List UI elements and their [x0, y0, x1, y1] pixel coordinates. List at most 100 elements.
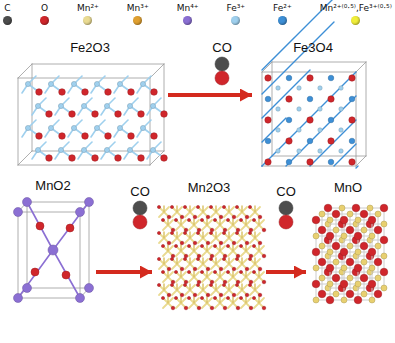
- atom: [248, 231, 251, 234]
- bond-line: [172, 207, 182, 217]
- bond-line: [206, 245, 207, 251]
- bond-line: [258, 271, 259, 277]
- atom: [157, 257, 160, 260]
- atom: [151, 133, 158, 140]
- atom: [127, 147, 132, 152]
- atom: [219, 293, 223, 297]
- bond-line: [159, 207, 169, 217]
- atom: [332, 242, 340, 250]
- atom: [117, 125, 122, 130]
- atom: [48, 125, 53, 130]
- bond-line: [241, 298, 251, 308]
- atom: [339, 128, 343, 132]
- atom: [76, 294, 85, 303]
- atom: [286, 159, 292, 165]
- atom: [258, 215, 262, 219]
- atom: [361, 227, 367, 233]
- atom: [279, 201, 293, 215]
- bond-line: [159, 207, 169, 217]
- atom: [332, 274, 340, 282]
- bond-line: [185, 259, 195, 269]
- bond-line: [27, 202, 89, 203]
- bond-line: [176, 246, 186, 256]
- bond-line: [215, 272, 225, 282]
- atom: [339, 107, 343, 111]
- bond-line: [211, 285, 221, 295]
- atom: [150, 103, 155, 108]
- atom: [226, 218, 229, 221]
- atom: [94, 125, 99, 130]
- atom: [232, 241, 236, 245]
- atom: [200, 218, 203, 221]
- atom: [252, 296, 255, 299]
- atom: [36, 133, 43, 140]
- atom: [249, 306, 253, 310]
- bond-line: [241, 246, 251, 256]
- atom: [354, 232, 362, 240]
- legend-text: Mn²⁺: [77, 2, 99, 14]
- bond-line: [254, 272, 264, 282]
- atom: [14, 294, 23, 303]
- atom: [340, 216, 348, 224]
- bond-line: [254, 220, 264, 230]
- atom: [307, 138, 313, 144]
- atom: [104, 103, 109, 108]
- atom: [248, 283, 251, 286]
- compound-label: MnO: [306, 180, 390, 196]
- bond-line: [211, 233, 221, 243]
- atom: [58, 147, 63, 152]
- bond-line: [80, 212, 81, 298]
- bond-line: [211, 259, 221, 269]
- co-molecule: [279, 201, 293, 229]
- atom: [46, 155, 53, 162]
- atom: [193, 241, 197, 245]
- atom: [232, 267, 236, 271]
- bond-line: [228, 246, 238, 256]
- atom: [66, 224, 74, 232]
- atom: [213, 218, 216, 221]
- atom: [339, 205, 345, 211]
- atom: [219, 215, 223, 219]
- atom: [245, 267, 249, 271]
- bond-line: [258, 219, 259, 225]
- bond-line: [198, 259, 208, 269]
- bond-line: [262, 72, 263, 166]
- atom: [265, 159, 271, 165]
- bond-line: [237, 207, 247, 217]
- bond-line: [189, 298, 199, 308]
- atom: [140, 81, 145, 86]
- atom: [232, 215, 236, 219]
- bond-line: [237, 233, 247, 243]
- atom: [213, 296, 216, 299]
- bond-line: [198, 259, 208, 269]
- bond-line: [27, 202, 28, 288]
- atom: [184, 306, 188, 310]
- atom: [170, 257, 173, 260]
- atom: [258, 293, 262, 297]
- bond-line: [198, 233, 208, 243]
- bond-line: [176, 272, 186, 282]
- bond-line: [176, 232, 177, 238]
- atom: [245, 241, 249, 245]
- atom: [59, 133, 66, 140]
- atom: [318, 290, 326, 298]
- atom: [31, 268, 39, 276]
- atom: [36, 222, 44, 230]
- bond-line: [189, 232, 190, 238]
- atom: [349, 96, 355, 102]
- atom: [183, 257, 186, 260]
- bond-line: [53, 202, 89, 250]
- atom: [200, 270, 203, 273]
- atom: [58, 103, 63, 108]
- bond-line: [189, 272, 199, 282]
- atom: [174, 218, 177, 221]
- bond-line: [189, 220, 199, 230]
- bond-line: [176, 298, 186, 308]
- bond-line: [163, 258, 164, 264]
- atom: [297, 107, 301, 111]
- bond-line: [254, 220, 264, 230]
- reagent-label: CO: [130, 184, 150, 200]
- atom: [92, 111, 99, 118]
- atom: [174, 244, 177, 247]
